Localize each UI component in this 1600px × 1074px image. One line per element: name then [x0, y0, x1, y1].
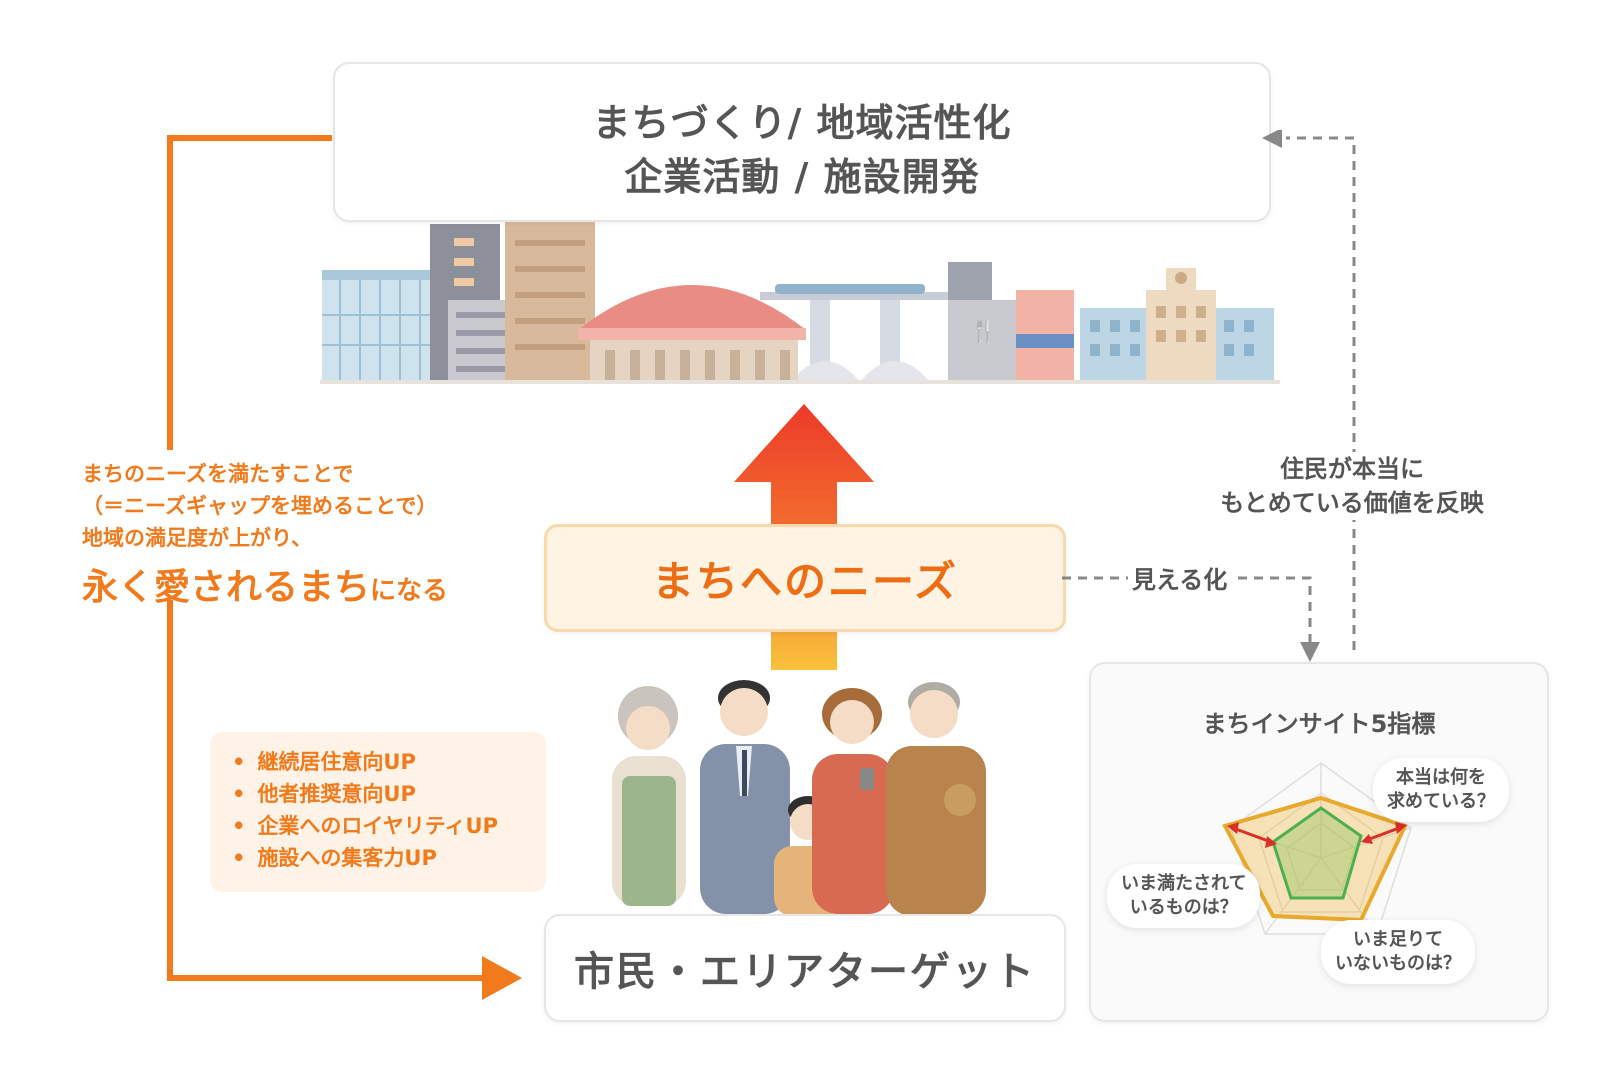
city-illustration: 🍴	[320, 140, 1280, 384]
feedback-text: 住民が本当に もとめている価値を反映	[1202, 452, 1502, 520]
feedback-line1: 住民が本当に	[1276, 452, 1428, 486]
question-bubble-true-needs: 本当は何を 求めている？	[1373, 758, 1509, 822]
town-development-title: まちづくり/ 地域活性化	[592, 101, 1012, 145]
town-needs-box: まちへのニーズ	[544, 524, 1066, 632]
radar-chart-icon	[1222, 762, 1412, 935]
loved-town-statement: 永く愛されるまちになる	[82, 558, 448, 610]
citizen-target-label: 市民・エリアターゲット	[574, 949, 1036, 995]
corporate-activity-title: 企業活動 / 施設開発	[624, 155, 980, 199]
arrow-head-icon	[482, 956, 522, 1000]
left-text-line3: 地域の満足度が上がり、	[82, 526, 313, 550]
question-bubble-lacking: いま足りて いないものは？	[1321, 920, 1475, 984]
down-arrow-icon	[1300, 642, 1320, 662]
feedback-loop-arrow	[167, 135, 522, 1000]
insight-title: まちインサイト5指標	[1202, 710, 1436, 738]
town-needs-label: まちへのニーズ	[652, 556, 958, 606]
insight-panel: まちインサイト5指標 本当は何を 求めている？ いま満たされて いるものは？ い…	[1089, 662, 1549, 1022]
benefit-item: •継続居住意向UP	[232, 750, 416, 774]
benefit-item: •施設への集客力UP	[232, 846, 437, 870]
benefit-item: •企業へのロイヤリティUP	[232, 814, 498, 838]
question-bubble-satisfied: いま満たされて いるものは？	[1107, 864, 1261, 928]
left-arrow-icon	[1262, 130, 1282, 148]
feedback-line2: もとめている価値を反映	[1216, 486, 1488, 520]
visualize-label: 見える化	[1128, 560, 1232, 595]
town-development-box: まちづくり/ 地域活性化 企業活動 / 施設開発	[333, 62, 1271, 222]
benefit-item: •他者推奨意向UP	[232, 782, 416, 806]
left-text-line1: まちのニーズを満たすことで	[82, 462, 354, 486]
citizens-illustration	[612, 680, 986, 916]
left-text-line2: （＝ニーズギャップを埋めることで）	[82, 494, 438, 518]
loved-town-emphasis: 永く愛されるまち	[82, 567, 371, 608]
fork-knife-icon: 🍴	[970, 318, 997, 344]
citizen-target-box: 市民・エリアターゲット	[544, 914, 1066, 1022]
visualize-connector	[1062, 130, 1356, 662]
benefits-box: •継続居住意向UP •他者推奨意向UP •企業へのロイヤリティUP •施設への集…	[210, 732, 546, 892]
loved-town-suffix: になる	[370, 576, 449, 606]
